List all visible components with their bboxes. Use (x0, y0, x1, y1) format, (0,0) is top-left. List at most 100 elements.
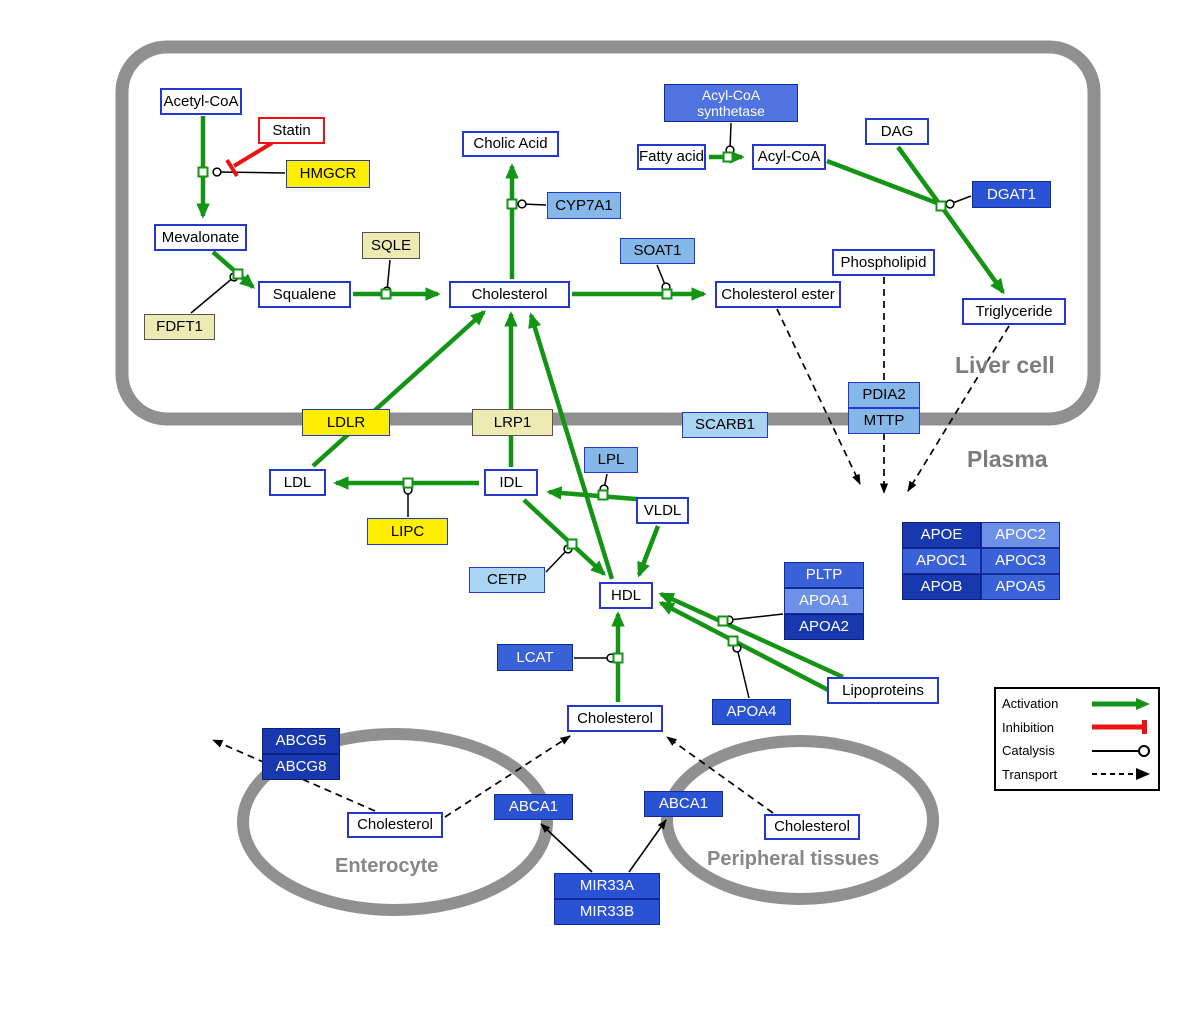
node-apoe[interactable]: APOE (902, 522, 981, 548)
node-cyp7a1[interactable]: CYP7A1 (547, 192, 621, 219)
legend-catalysis-label: Catalysis (1002, 743, 1055, 759)
edge-ldl-cholesterol-via-ldlr (311, 310, 487, 468)
node-abcg5[interactable]: ABCG5 (262, 728, 340, 754)
node-soat1[interactable]: SOAT1 (620, 238, 695, 264)
node-squalene[interactable]: Squalene (258, 281, 351, 308)
plasma-label: Plasma (967, 446, 1048, 472)
node-fatty-acid[interactable]: Fatty acid (637, 144, 706, 170)
edge-cetp-catalysis (545, 544, 573, 573)
node-lrp1[interactable]: LRP1 (472, 409, 553, 436)
reaction-node-cetp (566, 538, 578, 550)
edge-dgat1node-triglyceride (942, 208, 1005, 295)
node-mir33a[interactable]: MIR33A (554, 873, 660, 899)
node-statin[interactable]: Statin (258, 117, 325, 144)
edge-dag-dgat1node (896, 145, 940, 204)
node-dgat1[interactable]: DGAT1 (972, 181, 1051, 208)
activation-edges (196, 116, 1005, 702)
edge-lipoproteins-hdl-lower (658, 601, 834, 694)
legend-row-inhibition: Inhibition (1002, 716, 1152, 738)
node-dag[interactable]: DAG (865, 118, 929, 145)
edge-hmgcr-catalysis (212, 167, 286, 177)
legend: Activation Inhibition Catalysis Transpor… (994, 687, 1160, 791)
reaction-nodes (197, 151, 947, 664)
node-lipc[interactable]: LIPC (367, 518, 448, 545)
node-cholesterol-plasma[interactable]: Cholesterol (567, 705, 663, 732)
node-acyl-coa[interactable]: Acyl-CoA (752, 144, 826, 170)
node-apoc1[interactable]: APOC1 (902, 548, 981, 574)
inhibition-tbar-icon (1092, 720, 1147, 735)
node-sqle[interactable]: SQLE (362, 232, 420, 259)
node-apoc3[interactable]: APOC3 (981, 548, 1060, 574)
node-apoc2[interactable]: APOC2 (981, 522, 1060, 548)
reaction-node-apoa (717, 615, 729, 627)
edge-fdft1-catalysis (190, 272, 239, 314)
reaction-node-soat1 (661, 288, 673, 300)
node-pdia2[interactable]: PDIA2 (848, 382, 920, 408)
node-ldlr[interactable]: LDLR (302, 409, 390, 436)
node-phospholipid[interactable]: Phospholipid (832, 249, 935, 276)
node-lcat[interactable]: LCAT (497, 644, 573, 671)
edge-apoa-block-catalysis (724, 613, 784, 625)
edge-hdl-cholesterol (528, 312, 615, 580)
node-lpl[interactable]: LPL (584, 447, 638, 473)
node-cholesterol-enterocyte[interactable]: Cholesterol (347, 812, 443, 838)
reaction-node-acylcoasynthetase (722, 151, 734, 163)
node-apoa4[interactable]: APOA4 (712, 699, 791, 725)
regulation-edges (540, 819, 667, 873)
node-apob[interactable]: APOB (902, 574, 981, 600)
node-abca1-peripheral[interactable]: ABCA1 (644, 791, 723, 817)
node-apoa1[interactable]: APOA1 (784, 588, 864, 614)
node-mttp[interactable]: MTTP (848, 408, 920, 434)
node-cholic-acid[interactable]: Cholic Acid (462, 131, 559, 157)
node-abca1-enterocyte[interactable]: ABCA1 (494, 794, 573, 820)
node-fdft1[interactable]: FDFT1 (144, 314, 215, 340)
edge-acylcoa-dgat1node (826, 158, 938, 206)
edge-soat1-catalysis (656, 264, 671, 292)
node-mir33b[interactable]: MIR33B (554, 899, 660, 925)
node-ldl[interactable]: LDL (269, 469, 326, 496)
node-apoa2[interactable]: APOA2 (784, 614, 864, 640)
node-vldl[interactable]: VLDL (636, 497, 689, 524)
node-cholesterol-ester[interactable]: Cholesterol ester (715, 281, 841, 308)
node-scarb1[interactable]: SCARB1 (682, 412, 768, 438)
reaction-node-lcat (612, 652, 624, 664)
reaction-node-sqle (380, 288, 392, 300)
node-abcg8[interactable]: ABCG8 (262, 754, 340, 780)
node-apoa5[interactable]: APOA5 (981, 574, 1060, 600)
node-cholesterol-liver[interactable]: Cholesterol (449, 281, 570, 308)
node-hmgcr[interactable]: HMGCR (286, 160, 370, 188)
edge-vldl-hdl (636, 525, 661, 578)
edge-mir33-abca1-enterocyte (540, 823, 593, 873)
edge-lpl-catalysis (599, 473, 609, 494)
acyl-coa-synthetase-line1: Acyl-CoA (701, 86, 761, 103)
node-acyl-coa-synthetase[interactable]: Acyl-CoA synthetase (664, 84, 798, 122)
node-acetyl-coa[interactable]: Acetyl-CoA (160, 88, 242, 115)
node-hdl[interactable]: HDL (599, 582, 653, 609)
statin-inhibition-tbar (225, 158, 239, 178)
edge-enterocyte-cholesterol-efflux (444, 735, 571, 818)
node-mevalonate[interactable]: Mevalonate (154, 224, 247, 251)
peripheral-tissues-membrane (661, 735, 939, 905)
edge-acylcoasynthetase-catalysis (725, 122, 735, 155)
edge-lipoproteins-hdl-upper (658, 591, 844, 680)
node-lipoproteins[interactable]: Lipoproteins (827, 677, 939, 704)
legend-activation-label: Activation (1002, 696, 1059, 712)
liver-cell-membrane (115, 40, 1101, 426)
node-cetp[interactable]: CETP (469, 567, 545, 593)
edge-cyp7a1-catalysis (517, 199, 547, 209)
peripheral-tissues-label: Peripheral tissues (707, 848, 880, 870)
acyl-coa-synthetase-line2: synthetase (697, 103, 765, 119)
edge-mir33-abca1-peripheral (628, 819, 667, 873)
node-cholesterol-peripheral[interactable]: Cholesterol (764, 814, 860, 840)
node-triglyceride[interactable]: Triglyceride (962, 298, 1066, 325)
node-idl[interactable]: IDL (484, 469, 538, 496)
transport-dashed-arrow-icon (1092, 768, 1150, 781)
node-pltp[interactable]: PLTP (784, 562, 864, 588)
edge-idl-hdl-cetp (522, 498, 606, 576)
reaction-node-hmgcr (197, 166, 209, 178)
edge-apoa4-catalysis (732, 643, 750, 699)
activation-arrow-icon (1092, 697, 1150, 710)
catalysis-circle-icon (1092, 744, 1150, 757)
